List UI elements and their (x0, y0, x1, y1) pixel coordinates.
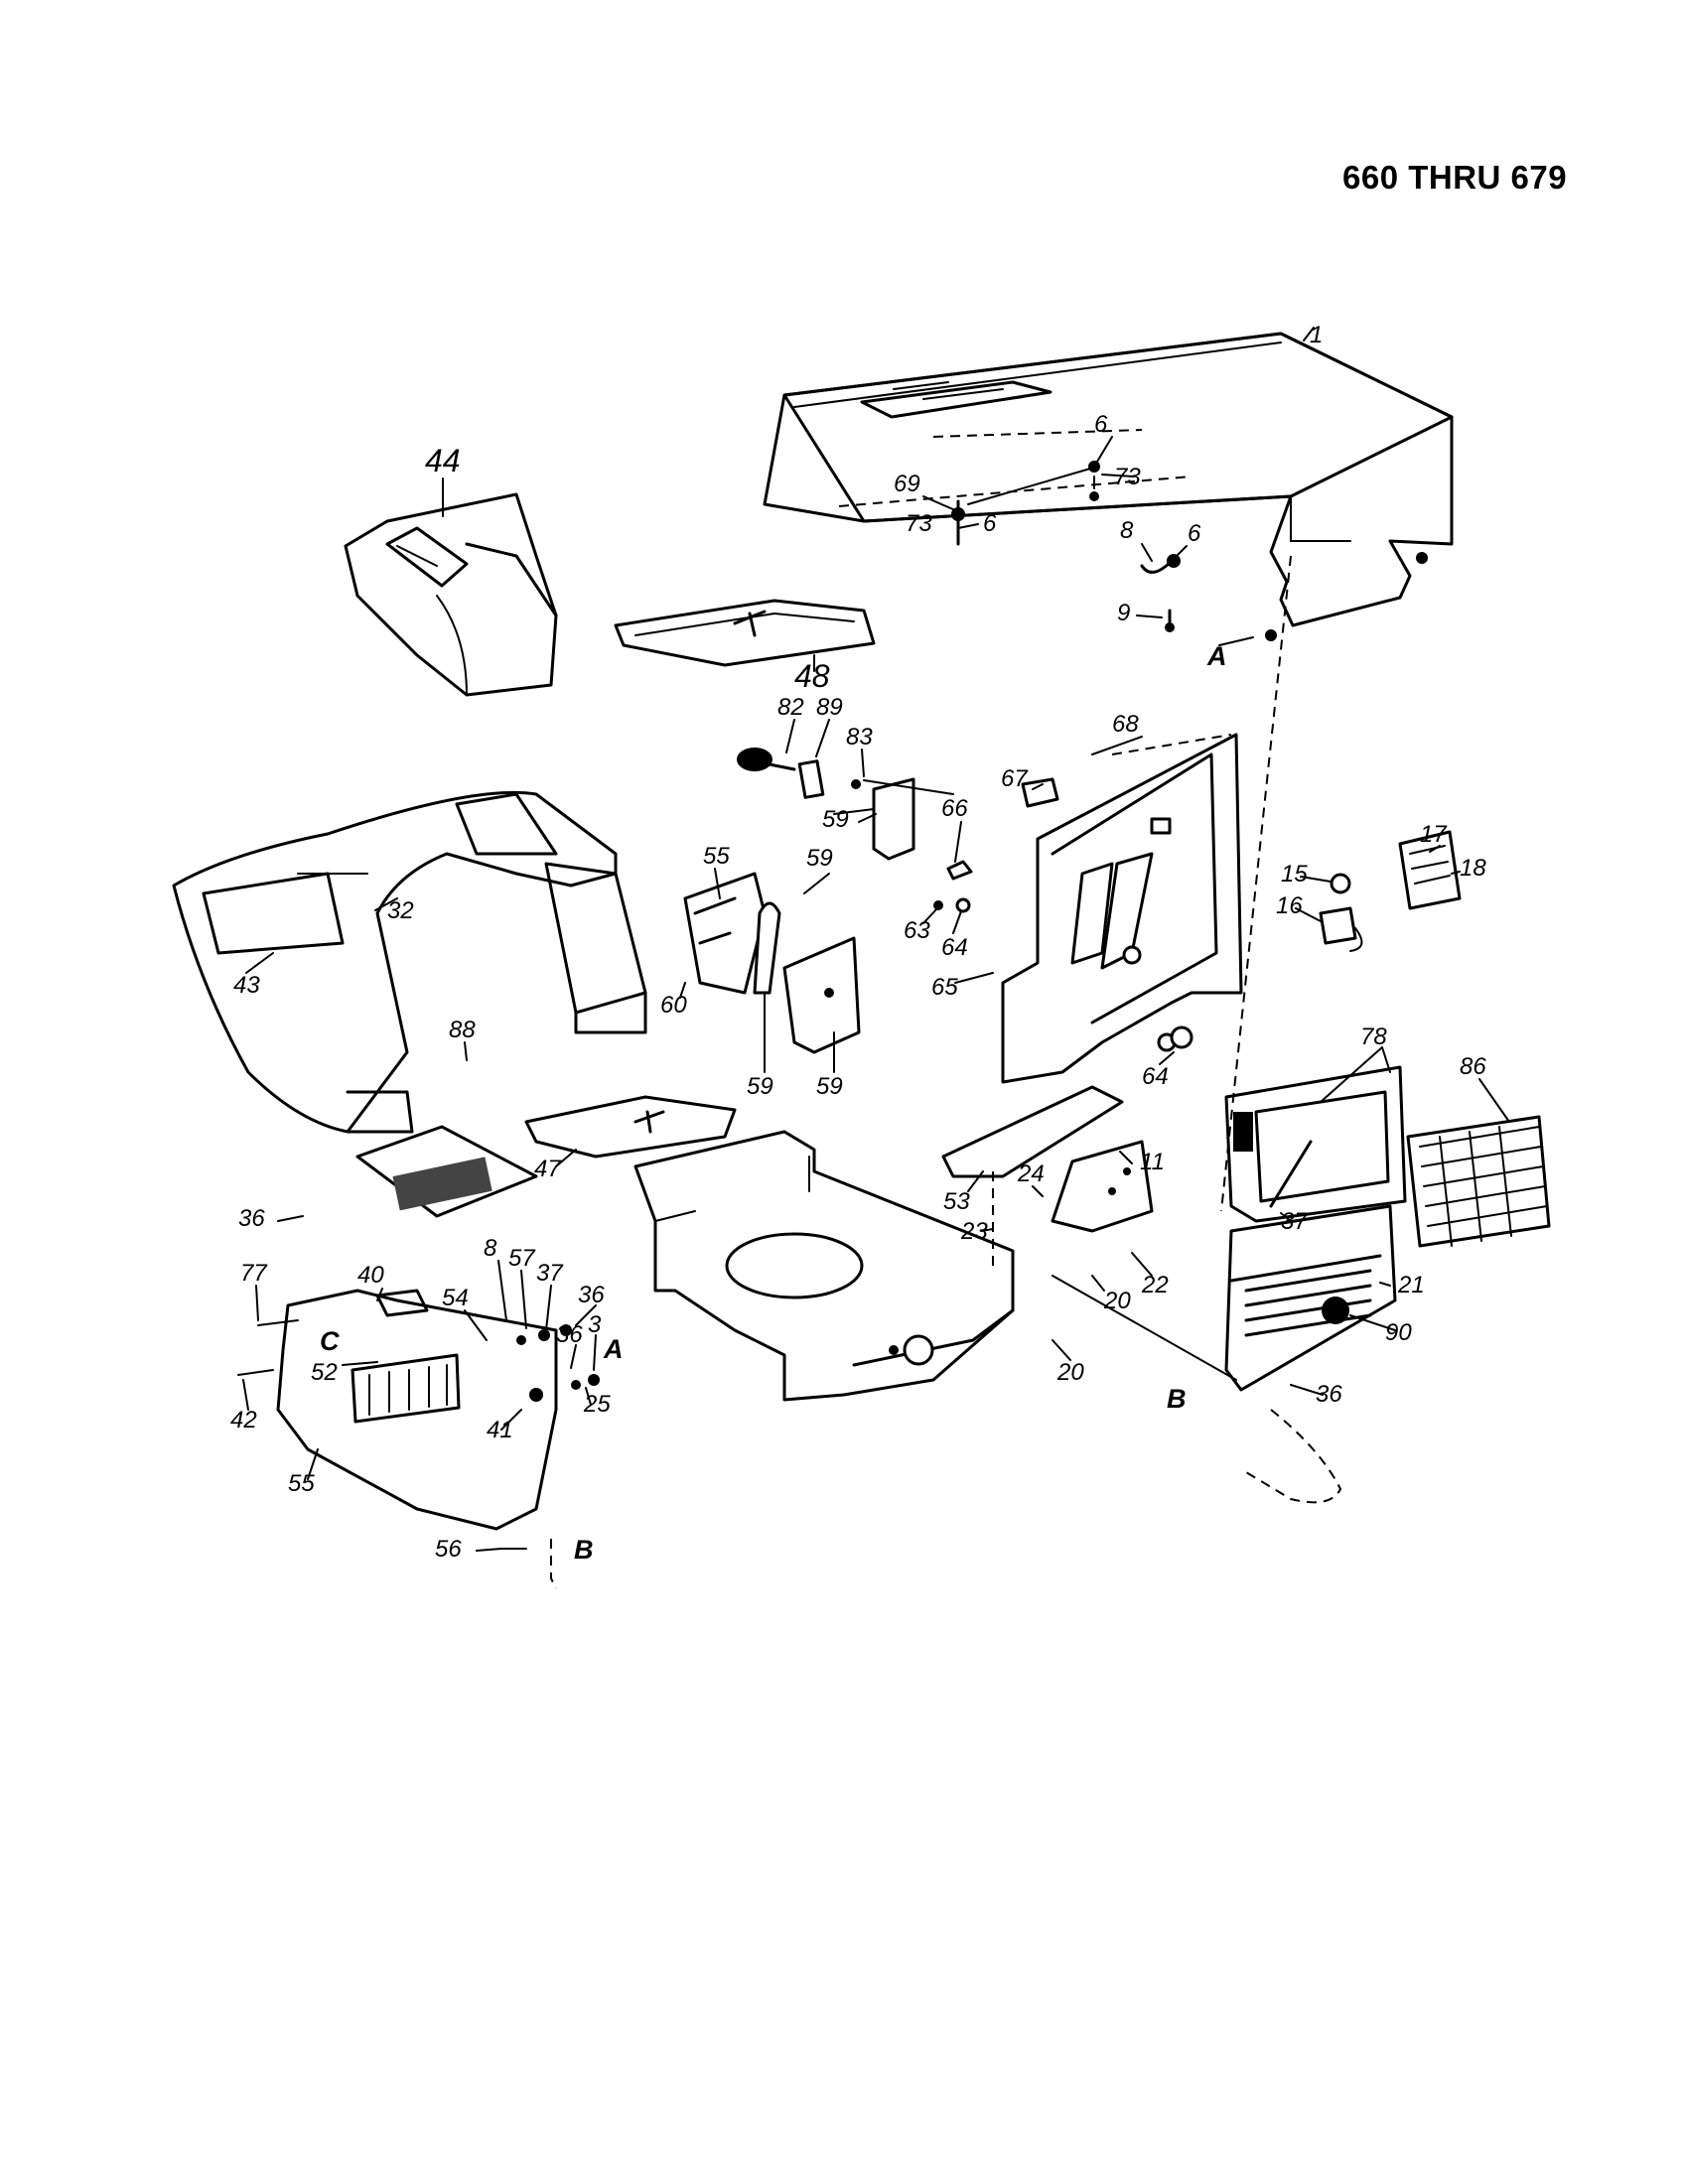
callout-6: 6 (1188, 520, 1201, 547)
callout-47: 47 (534, 1156, 562, 1182)
throttle-knob (737, 748, 825, 799)
headlight-17 (1398, 830, 1462, 910)
callout-8: 8 (484, 1235, 497, 1262)
front-panel-hardware (237, 1319, 600, 1550)
callout-65: 65 (931, 974, 958, 1001)
fastener-63-64 (933, 897, 1193, 1052)
callout-17: 17 (1420, 821, 1448, 848)
callout-37: 37 (1281, 1208, 1309, 1235)
lever-assembly (683, 872, 861, 1054)
callout-55: 55 (703, 843, 730, 870)
callout-59: 59 (822, 806, 849, 833)
hood-part (763, 327, 1454, 641)
callout-78: 78 (1360, 1024, 1387, 1050)
callout-66: 66 (941, 795, 968, 822)
callout-83: 83 (846, 724, 873, 751)
callout-20: 20 (1103, 1288, 1131, 1314)
callout-36: 36 (238, 1205, 265, 1232)
callout-77: 77 (240, 1260, 268, 1287)
callout-42: 42 (230, 1407, 257, 1433)
callout-37: 37 (536, 1260, 564, 1287)
callout-64: 64 (1142, 1063, 1169, 1090)
plate-48 (614, 599, 876, 667)
switch-parts (946, 777, 1059, 881)
callout-24: 24 (1017, 1160, 1045, 1187)
callout-23: 23 (960, 1218, 988, 1245)
routing-lines (550, 555, 1342, 1589)
plate-47 (524, 1095, 737, 1159)
callout-67: 67 (1001, 765, 1029, 792)
grille-86 (1406, 1115, 1551, 1248)
hood-hardware (951, 461, 1181, 632)
callout-9: 9 (1117, 600, 1130, 626)
grille-housing (1224, 1065, 1407, 1392)
rear-fender-top-part (344, 492, 558, 697)
ref-letter-B: B (574, 1535, 594, 1565)
callout-60: 60 (660, 992, 687, 1019)
callout-69: 69 (894, 471, 920, 497)
callout-20: 20 (1056, 1359, 1084, 1386)
callout-18: 18 (1460, 855, 1486, 882)
callout-43: 43 (233, 972, 260, 999)
callout-64: 64 (941, 934, 968, 961)
model-range-title: 660 THRU 679 (1342, 159, 1568, 196)
bracket-59 (851, 777, 915, 861)
callout-6: 6 (983, 510, 997, 537)
callout-16: 16 (1276, 892, 1303, 919)
bracket-53 (941, 1085, 1124, 1178)
callout-86: 86 (1460, 1053, 1486, 1080)
callout-21: 21 (1397, 1272, 1425, 1298)
callout-36: 36 (578, 1282, 605, 1308)
callout-90: 90 (1385, 1319, 1412, 1346)
callout-36: 36 (556, 1321, 583, 1348)
callout-57: 57 (508, 1245, 536, 1272)
callout-88: 88 (449, 1017, 476, 1043)
front-panel-55 (276, 1289, 558, 1531)
callout-54: 54 (442, 1285, 469, 1311)
leader-lines (242, 436, 1510, 1552)
callout-6: 6 (1094, 411, 1108, 438)
dash-panel-68 (1001, 733, 1243, 1084)
footrest-mat (355, 1125, 538, 1218)
callout-22: 22 (1141, 1272, 1169, 1298)
callout-53: 53 (943, 1188, 970, 1215)
frame-part (633, 1130, 1015, 1402)
callouts: 1 6 73 69 73 6 8 6 9 A 44 48 82 89 83 68… (230, 322, 1486, 1565)
ref-letter-A: A (603, 1334, 624, 1364)
callout-89: 89 (816, 694, 843, 721)
fender-43 (172, 790, 647, 1134)
callout-15: 15 (1281, 861, 1308, 887)
callout-68: 68 (1112, 711, 1139, 738)
callout-8: 8 (1120, 517, 1134, 544)
callout-63: 63 (904, 917, 930, 944)
callout-11: 11 (1140, 1149, 1165, 1175)
callout-3: 3 (588, 1311, 602, 1338)
callout-48: 48 (794, 658, 830, 694)
ref-letter-B: B (1167, 1384, 1187, 1414)
ref-letter-A: A (1206, 641, 1227, 671)
callout-82: 82 (777, 694, 804, 721)
callout-59: 59 (747, 1073, 773, 1100)
callout-59: 59 (806, 845, 833, 872)
callout-40: 40 (357, 1262, 384, 1289)
callout-1: 1 (1310, 322, 1323, 348)
callout-55: 55 (288, 1470, 315, 1497)
callout-52: 52 (311, 1359, 338, 1386)
callout-73: 73 (906, 510, 932, 537)
callout-56: 56 (435, 1536, 462, 1563)
ref-letter-C: C (320, 1326, 340, 1356)
callout-44: 44 (425, 443, 461, 478)
ignition-key (1319, 873, 1363, 952)
bracket-22 (1051, 1140, 1154, 1233)
callout-59: 59 (816, 1073, 843, 1100)
